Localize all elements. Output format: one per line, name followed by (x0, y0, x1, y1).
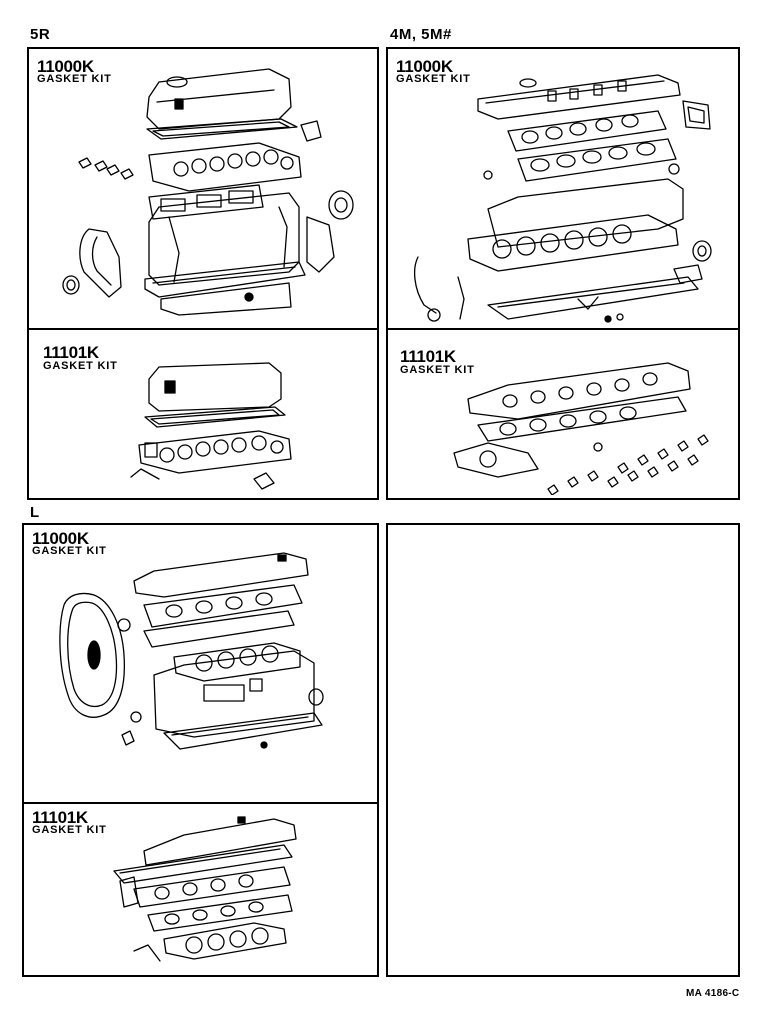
kit-code: 11101K (32, 808, 88, 827)
full-gasket-kit-illustration (44, 545, 364, 797)
kit-name: GASKET KIT (32, 824, 107, 836)
kit-name: GASKET KIT (400, 364, 475, 376)
panel-divider (388, 328, 738, 330)
engine-4m-5m-panel: 11000K GASKET KIT (386, 47, 740, 500)
kit-code: 11000K (37, 57, 94, 76)
kit-name: GASKET KIT (32, 545, 107, 557)
section-label-5r: 5R (30, 26, 51, 43)
full-gasket-kit-illustration (398, 69, 732, 323)
kit-code: 11000K (396, 57, 453, 76)
head-gasket-kit-illustration (119, 359, 339, 495)
kit-name: GASKET KIT (37, 73, 112, 85)
panel-divider (29, 328, 377, 330)
section-label-l: L (30, 504, 40, 521)
head-gasket-kit-illustration (448, 349, 728, 495)
full-gasket-kit-illustration (49, 57, 369, 319)
panel-divider (24, 802, 377, 804)
head-gasket-kit-illustration (104, 811, 364, 973)
engine-5r-panel: 11000K GASKET KIT (27, 47, 379, 500)
kit-code: 11101K (43, 343, 99, 362)
section-label-4m-5m: 4M, 5M# (390, 26, 452, 43)
kit-code: 11000K (32, 529, 89, 548)
empty-panel (386, 523, 740, 977)
kit-name: GASKET KIT (396, 73, 471, 85)
engine-l-panel: 11000K GASKET KIT (22, 523, 379, 977)
kit-code: 11101K (400, 347, 456, 366)
figure-code: MA 4186-C (686, 988, 740, 999)
kit-name: GASKET KIT (43, 360, 118, 372)
